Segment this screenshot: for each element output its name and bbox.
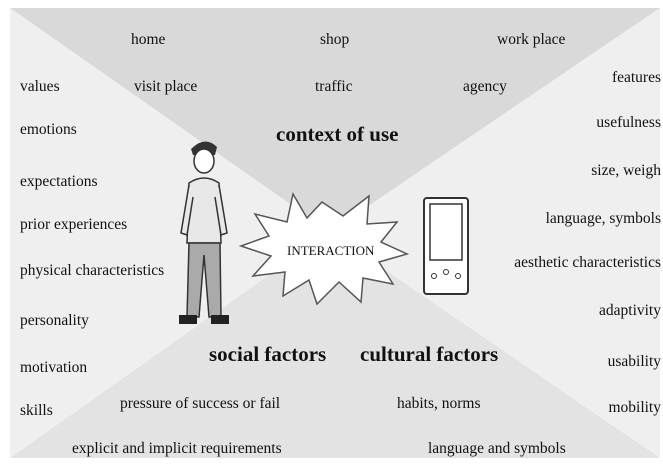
product-item-aesthetic-characteristics: aesthetic characteristics <box>514 254 661 271</box>
product-item-features: features <box>611 69 661 86</box>
interaction-label: INTERACTION <box>287 243 375 258</box>
product-item-usability: usability <box>607 353 661 370</box>
context-item-work-place: work place <box>497 31 566 48</box>
product-item-language-symbols: language, symbols <box>545 210 661 227</box>
context-item-traffic: traffic <box>315 78 353 95</box>
product-item-mobility: mobility <box>608 399 661 416</box>
context-item-visit-place: visit place <box>134 78 198 95</box>
user-item-personality: personality <box>20 312 89 329</box>
product-item-usefulness: usefulness <box>596 114 661 131</box>
handheld-device-icon <box>423 197 469 295</box>
person-figure-icon <box>179 141 229 324</box>
user-item-motivation: motivation <box>20 359 88 376</box>
social-item-requirements: explicit and implicit requirements <box>72 440 282 457</box>
factors-region <box>10 232 660 458</box>
product-region <box>330 8 660 458</box>
user-item-prior-experiences: prior experiences <box>20 216 128 233</box>
cultural-item-habits-norms: habits, norms <box>397 395 481 412</box>
context-item-shop: shop <box>320 31 350 48</box>
context-item-agency: agency <box>463 78 507 95</box>
user-region <box>10 8 330 458</box>
social-factors-title: social factors <box>209 342 327 366</box>
user-item-emotions: emotions <box>20 121 77 138</box>
context-title: context of use <box>276 122 399 146</box>
cultural-item-language-symbols: language and symbols <box>428 440 566 457</box>
user-item-physical-characteristics: physical characteristics <box>20 262 165 279</box>
cultural-factors-title: cultural factors <box>360 342 499 366</box>
user-item-values: values <box>20 78 60 95</box>
interaction-burst <box>238 191 410 306</box>
user-item-skills: skills <box>20 402 53 419</box>
context-region <box>10 8 660 232</box>
product-item-size-weigh: size, weigh <box>591 162 661 179</box>
user-item-expectations: expectations <box>20 173 98 190</box>
context-item-home: home <box>131 31 166 48</box>
social-item-pressure: pressure of success or fail <box>120 395 281 412</box>
product-item-adaptivity: adaptivity <box>599 302 661 319</box>
